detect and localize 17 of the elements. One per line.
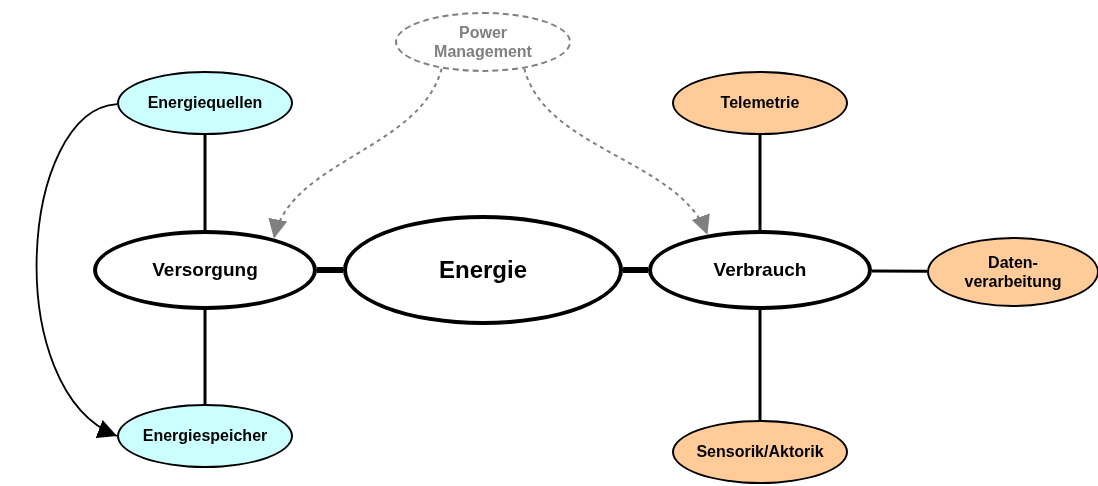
node-label: Daten- verarbeitung bbox=[963, 252, 1063, 292]
node-label: Sensorik/Aktorik bbox=[696, 442, 824, 462]
node-label: Telemetrie bbox=[720, 93, 800, 113]
node-label: Energiespeicher bbox=[142, 426, 268, 446]
connector-line bbox=[623, 267, 648, 273]
node-label: Verbrauch bbox=[713, 258, 807, 282]
connector-line bbox=[871, 269, 928, 273]
arrow bbox=[35, 103, 118, 437]
connector-line bbox=[317, 267, 343, 273]
connector-line bbox=[758, 135, 762, 230]
node-label: Versorgung bbox=[152, 258, 258, 282]
connector-line bbox=[203, 310, 207, 404]
node-label: Power Management bbox=[433, 22, 533, 62]
node-label: Energie bbox=[439, 255, 527, 285]
node-label: Energiequellen bbox=[147, 93, 263, 113]
connector-line bbox=[203, 135, 207, 230]
connector-line bbox=[758, 310, 762, 420]
